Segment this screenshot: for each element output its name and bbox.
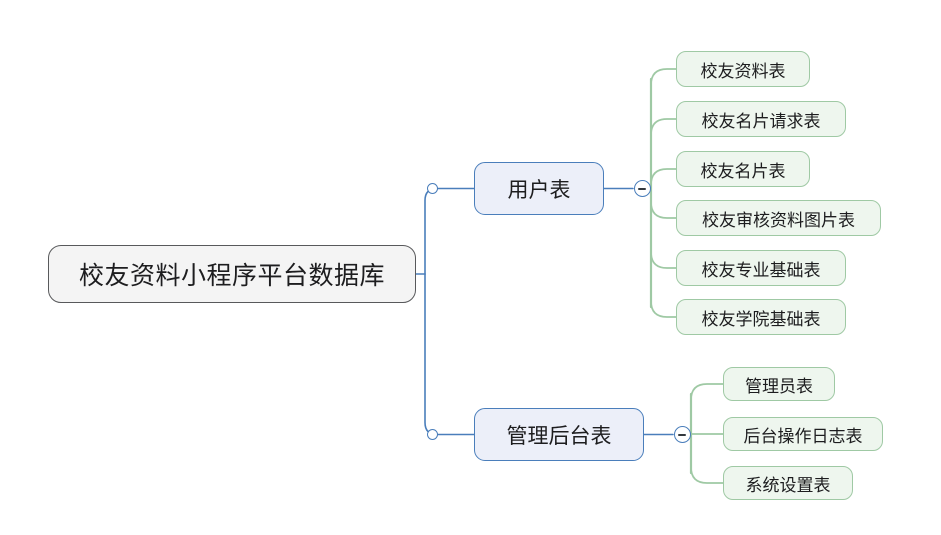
leaf-node[interactable]: 校友资料表 — [676, 51, 810, 87]
leaf-node[interactable]: 后台操作日志表 — [723, 417, 883, 451]
collapse-handle-icon[interactable] — [426, 429, 438, 440]
minus-glyph — [678, 433, 686, 436]
collapse-handle-icon[interactable] — [426, 183, 438, 194]
leaf-node[interactable]: 校友专业基础表 — [676, 250, 846, 286]
leaf-node[interactable]: 校友名片请求表 — [676, 101, 846, 137]
leaf-node[interactable]: 校友学院基础表 — [676, 299, 846, 335]
leaf-node[interactable]: 校友审核资料图片表 — [676, 200, 881, 236]
branch-node-admin-tables[interactable]: 管理后台表 — [474, 408, 644, 461]
minus-circle-icon[interactable] — [633, 180, 651, 197]
root-node[interactable]: 校友资料小程序平台数据库 — [48, 245, 416, 303]
leaf-node[interactable]: 校友名片表 — [676, 151, 810, 187]
leaf-node[interactable]: 管理员表 — [723, 367, 835, 401]
branch-node-user-tables[interactable]: 用户表 — [474, 162, 604, 215]
leaf-node[interactable]: 系统设置表 — [723, 466, 853, 500]
minus-circle-icon[interactable] — [673, 426, 691, 443]
minus-glyph — [638, 187, 646, 190]
